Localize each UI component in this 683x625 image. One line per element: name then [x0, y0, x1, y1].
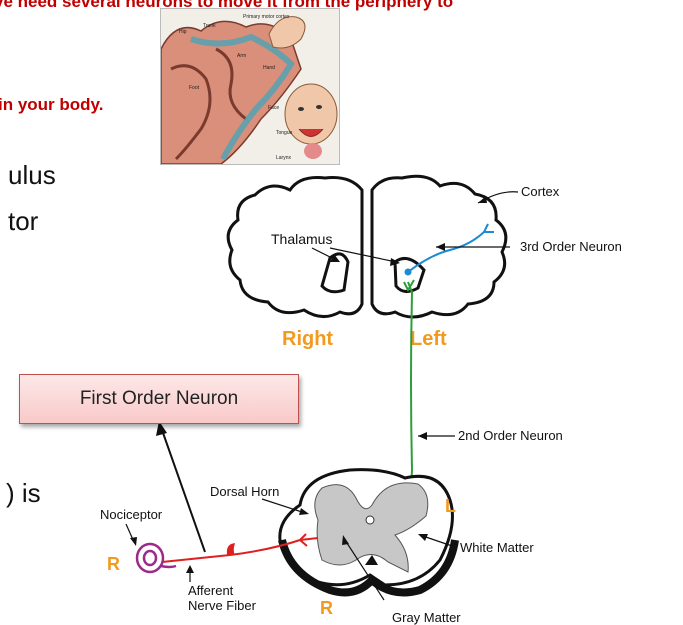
label-R-left: R — [107, 554, 120, 574]
label-nociceptor: Nociceptor — [100, 507, 163, 522]
motor-homunculus-image: Primary motor cortex Hip Trunk Arm Hand … — [160, 8, 340, 165]
label-second-order-neuron: 2nd Order Neuron — [458, 428, 563, 443]
label-afferent: Afferent — [188, 583, 234, 598]
label-left: Left — [410, 328, 447, 350]
label-dorsal-horn: Dorsal Horn — [210, 484, 279, 499]
slide-body-text: in your body. — [0, 95, 104, 114]
label-third-order-neuron: 3rd Order Neuron — [520, 239, 622, 254]
label-R-bottom: R — [320, 598, 333, 618]
homunculus-label-tongue: Tongue — [276, 130, 293, 136]
slide-top-text: ve need several neurons to move it from … — [0, 0, 454, 11]
third-order-neuron — [407, 231, 485, 273]
slide-fragment-is: ) is — [6, 478, 41, 508]
homunculus-label-foot: Foot — [189, 85, 200, 91]
homunculus-label-arm: Arm — [237, 53, 246, 59]
nociceptor-ending — [135, 542, 177, 574]
callout-label: First Order Neuron — [79, 388, 239, 409]
thalamus-right — [320, 252, 350, 294]
homunculus-label-face: Face — [268, 105, 279, 111]
label-right: Right — [282, 328, 333, 350]
label-gray-matter: Gray Matter — [392, 610, 461, 625]
slide-fragment-ulus: ulus — [8, 160, 56, 190]
label-thalamus: Thalamus — [271, 231, 332, 247]
homunculus-label-larynx: Larynx — [276, 155, 292, 161]
label-cortex: Cortex — [521, 184, 560, 199]
gray-matter — [314, 482, 429, 573]
slide-fragment-tor: tor — [8, 206, 39, 236]
first-order-neuron-callout: First Order Neuron — [19, 374, 299, 424]
right-hemisphere — [226, 176, 364, 318]
homunculus-label-trunk: Trunk — [203, 23, 216, 29]
homunculus-label-hip: Hip — [179, 29, 187, 35]
label-L: L — [445, 496, 456, 516]
homunculus-label-hand: Hand — [263, 65, 275, 71]
label-white-matter: White Matter — [460, 540, 534, 555]
homunculus-title: Primary motor cortex — [243, 14, 290, 20]
label-nerve-fiber: Nerve Fiber — [188, 598, 257, 613]
